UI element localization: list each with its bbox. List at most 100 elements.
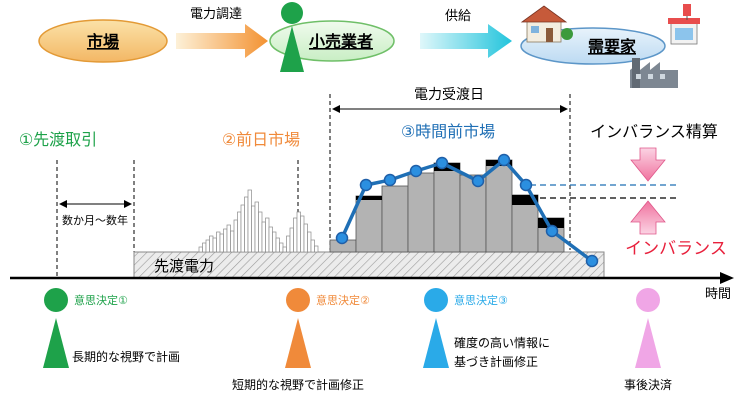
time-axis: 時間 (10, 272, 734, 302)
person-4-body-icon (635, 318, 661, 368)
bid-bar (265, 217, 270, 253)
months-years-label: 数か月～数年 (62, 213, 128, 227)
bid-bar (254, 201, 259, 253)
bid-bar (198, 246, 203, 253)
bid-bar (282, 246, 287, 253)
phase1-label: ①先渡取引 (19, 130, 97, 149)
retailer-label: 小売業者 (309, 32, 373, 51)
bid-bar (303, 223, 308, 253)
bid-bar (233, 219, 238, 253)
intraday-block (381, 185, 409, 253)
decision-1-note: 長期的な視野で計画 (72, 349, 180, 364)
bid-bar (230, 230, 235, 253)
factory-icon (630, 58, 678, 88)
forward-power-label: 先渡電力 (154, 257, 214, 275)
bid-bar (300, 215, 305, 253)
intraday-point (383, 173, 397, 187)
dayahead-bid-histogram (198, 189, 319, 253)
delivery-day-label: 電力受渡日 (414, 87, 484, 103)
bid-bar (272, 231, 277, 253)
person-2-head-icon (286, 288, 310, 312)
bid-bar (296, 211, 301, 253)
bid-bar (314, 245, 319, 253)
house-icon (520, 5, 573, 43)
market-label: 市場 (87, 32, 119, 51)
decision-3-note-line2: 基づき計画修正 (454, 354, 538, 369)
intraday-point (545, 224, 559, 238)
bid-bar (289, 227, 294, 253)
bid-bar (240, 204, 245, 253)
decision-1-label: 意思決定① (74, 293, 128, 307)
imbalance-markers: インバランス (520, 147, 727, 259)
intraday-block (459, 174, 487, 253)
market-node: 市場 (38, 19, 168, 63)
bid-bar (268, 226, 273, 253)
bid-bar (261, 221, 266, 253)
retailer-person-icon (280, 2, 304, 72)
bid-bar (205, 239, 210, 253)
person-3-head-icon (424, 288, 448, 312)
person-3-body-icon (423, 318, 449, 368)
settlement-label: インバランス精算 (590, 122, 718, 141)
intraday-position-line (335, 153, 599, 268)
decision-3-note-line1: 確度の高い情報に (454, 335, 550, 350)
imbalance-sliver (356, 196, 382, 200)
intraday-point (435, 156, 449, 170)
bid-bar (209, 235, 214, 253)
person-2-body-icon (285, 318, 311, 368)
bid-bar (244, 196, 249, 253)
bid-bar (237, 211, 242, 253)
intraday-point (409, 164, 423, 178)
intraday-block (407, 172, 435, 253)
supply-arrow: 供給 (420, 9, 512, 58)
bid-bar (212, 237, 217, 253)
decision-2: 意思決定② 短期的な視野で計画修正 (232, 288, 370, 392)
decision-1: 意思決定① 長期的な視野で計画 (43, 288, 180, 368)
intraday-point (359, 178, 373, 192)
imbalance-sliver (538, 218, 564, 228)
decision-2-label: 意思決定② (316, 293, 370, 307)
phase2-label: ②前日市場 (222, 130, 300, 149)
intraday-point (471, 174, 485, 188)
person-4-head-icon (636, 288, 660, 312)
bid-bar (307, 231, 312, 253)
forward-period-span: 数か月～数年 (56, 160, 135, 278)
intraday-block (433, 162, 461, 253)
bid-bar (247, 189, 252, 253)
up-arrow-icon (630, 200, 666, 235)
decision-3-label: 意思決定③ (454, 293, 508, 307)
procure-label: 電力調達 (190, 7, 242, 22)
intraday-line (340, 158, 594, 263)
phase3-label: ③時間前市場 (401, 122, 495, 141)
intraday-block (355, 195, 383, 253)
decision-2-note: 短期的な視野で計画修正 (232, 377, 364, 392)
intraday-point (497, 153, 511, 167)
down-arrow-icon (630, 147, 666, 182)
bid-bar (226, 224, 231, 253)
bid-bar (275, 237, 280, 253)
bid-bar (202, 242, 207, 253)
bid-bar (293, 217, 298, 253)
bid-bar (310, 239, 315, 253)
forward-power-band: 先渡電力 (133, 251, 605, 279)
intraday-blocks (329, 159, 565, 253)
decision-4: 事後決済 (624, 288, 672, 392)
imbalance-label: インバランス (625, 239, 727, 259)
imbalance-sliver (512, 195, 538, 205)
person-1-body-icon (43, 318, 69, 368)
retailer-node: 小売業者 (269, 20, 395, 62)
bid-bar (279, 242, 284, 253)
bid-bar (223, 228, 228, 253)
person-1-head-icon (44, 288, 68, 312)
intraday-block (485, 159, 513, 253)
decision-3: 意思決定③ 確度の高い情報に 基づき計画修正 (423, 288, 550, 369)
intraday-point (519, 178, 533, 192)
intraday-point (335, 231, 349, 245)
bid-bar (219, 233, 224, 253)
bid-bar (258, 211, 263, 253)
time-axis-label: 時間 (705, 287, 731, 302)
consumer-label: 需要家 (588, 37, 637, 56)
shop-icon (668, 4, 700, 45)
bid-bar (216, 231, 221, 253)
